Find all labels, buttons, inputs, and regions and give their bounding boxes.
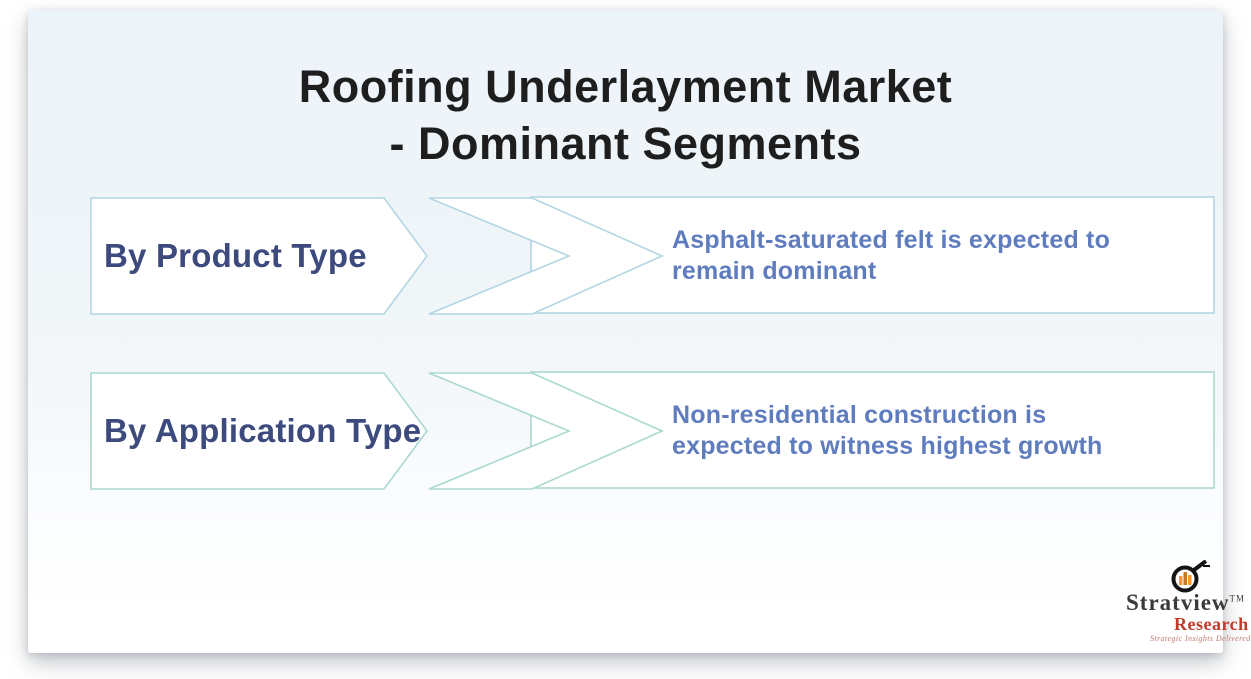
logo-subbrand-text: Research (1174, 614, 1249, 634)
segment-description: Asphalt-saturated felt is expected to re… (672, 226, 1111, 285)
segment-label: By Product Type (104, 237, 367, 274)
logo-trademark: TM (1229, 593, 1246, 604)
segment-label: By Application Type (104, 412, 422, 449)
logo-tagline: Strategic Insights Delivered (1150, 634, 1251, 643)
label-pentagon-arrow-shape (90, 197, 428, 315)
segment-row-product-type: By Product Type Asphalt-saturated felt i… (88, 195, 1218, 317)
target-bar-chart-icon (1171, 560, 1210, 593)
page-title: Roofing Underlayment Market - Dominant S… (28, 58, 1223, 172)
page-title-line1: Roofing Underlayment Market (298, 61, 953, 112)
logo-brand-name: Stratview (1126, 590, 1230, 615)
chevron-arrow-shape (428, 197, 664, 315)
row-arrow-shapes (90, 371, 1215, 490)
segment-row-application-type: By Application Type Non-residential cons… (88, 370, 1218, 492)
row-arrow-shapes (90, 196, 1215, 315)
page-title-line2: - Dominant Segments (389, 118, 862, 169)
stratview-research-logo: StratviewTM Research Strategic Insights … (1122, 560, 1251, 643)
slide-card: Roofing Underlayment Market - Dominant S… (28, 10, 1250, 653)
label-pentagon-arrow-shape (90, 372, 428, 490)
segment-description: Non-residential construction is expected… (672, 401, 1103, 460)
chevron-arrow-shape (428, 372, 664, 490)
logo-brand-text: StratviewTM (1126, 590, 1245, 616)
